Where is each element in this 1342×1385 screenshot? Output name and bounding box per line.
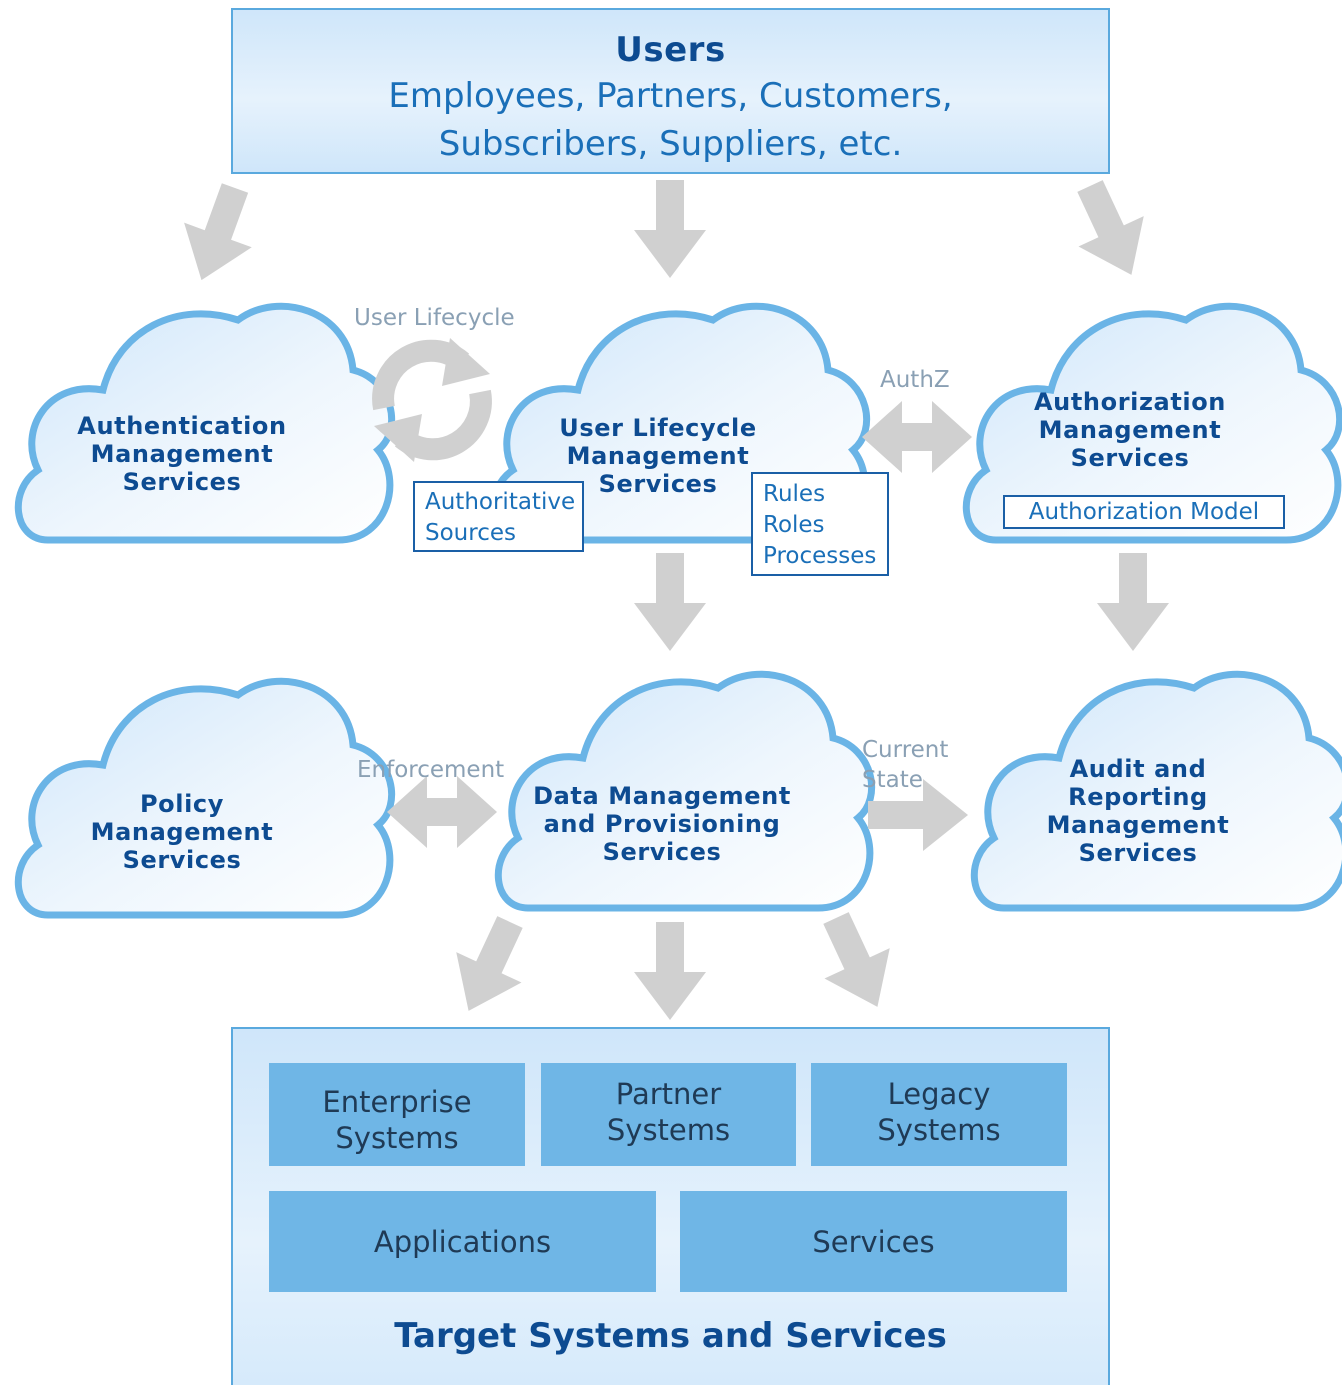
users-box: Users Employees, Partners, Customers, Su… [231, 8, 1110, 174]
arrow-authz-double [862, 401, 972, 473]
arrow-users-to-authorization [1057, 170, 1165, 291]
authz-note: AuthZ [880, 367, 950, 393]
audit-label: Audit and Reporting Management Services [1046, 755, 1230, 867]
policy-label: Policy Management Services [90, 790, 274, 874]
arrow-data-to-target-right [803, 902, 911, 1023]
target-title: Target Systems and Services [394, 1316, 947, 1356]
current-state-note: Current State [862, 737, 949, 793]
data-management-label: Data Management and Provisioning Service… [533, 782, 791, 866]
user-lifecycle-label: User Lifecycle Management Services [559, 414, 757, 498]
applications-system: Applications [269, 1191, 656, 1292]
legacy-systems: Legacy Systems [811, 1063, 1067, 1166]
arrow-authorization-to-audit [1097, 553, 1169, 651]
arrow-enforcement-double [387, 776, 497, 848]
authentication-label: Authentication Management Services [77, 412, 287, 496]
authorization-model-box: Authorization Model [1003, 495, 1285, 529]
cycle-icon [372, 338, 492, 462]
user-lifecycle-note: User Lifecycle [354, 305, 515, 331]
rules-roles-processes-box: Rules Roles Processes [751, 472, 889, 576]
users-title: Users [615, 30, 726, 70]
authorization-label: Authorization Management Services [1033, 388, 1226, 472]
enforcement-note: Enforcement [357, 757, 505, 783]
services-system: Services [680, 1191, 1067, 1292]
arrow-data-to-target-left [435, 906, 543, 1027]
users-line-1: Employees, Partners, Customers, [388, 76, 953, 116]
arrow-lifecycle-to-data [634, 553, 706, 651]
arrow-users-to-lifecycle [634, 180, 706, 278]
authoritative-sources-box: Authoritative Sources [413, 481, 584, 552]
arrow-data-to-target-center [634, 922, 706, 1020]
users-line-2: Subscribers, Suppliers, etc. [438, 124, 903, 164]
arrow-users-to-authentication [167, 175, 269, 293]
partner-systems: Partner Systems [541, 1063, 796, 1166]
enterprise-systems: Enterprise Systems [269, 1063, 525, 1166]
